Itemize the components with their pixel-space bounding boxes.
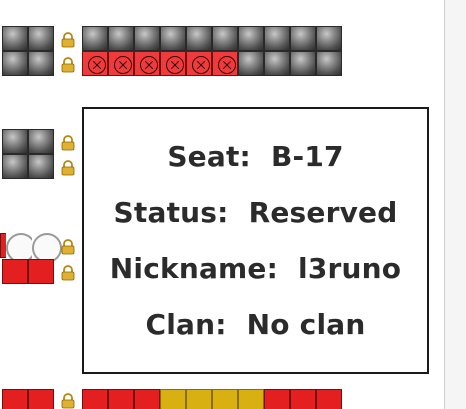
seat[interactable]	[290, 51, 316, 76]
right-scroll-area[interactable]	[444, 0, 466, 409]
cancel-circle-icon[interactable]	[82, 51, 108, 76]
cancel-circle-icon[interactable]	[160, 51, 186, 76]
lock-icon	[60, 393, 76, 409]
seat[interactable]	[28, 26, 54, 51]
seat[interactable]	[290, 389, 316, 409]
lock-icon	[60, 57, 76, 73]
lock-icon	[60, 160, 76, 176]
lock-icon	[60, 32, 76, 48]
seat[interactable]	[82, 389, 108, 409]
seat-info-tooltip: Seat: B-17 Status: Reserved Nickname: l3…	[82, 107, 429, 374]
free-seat[interactable]	[32, 233, 62, 263]
seat[interactable]	[186, 26, 212, 51]
cancel-circle-icon[interactable]	[134, 51, 160, 76]
free-seat[interactable]	[6, 233, 36, 263]
status-label: Status:	[113, 196, 229, 230]
seat[interactable]	[212, 26, 238, 51]
seat[interactable]	[2, 259, 28, 284]
lock-icon	[60, 135, 76, 151]
seat-value: B-17	[270, 140, 344, 174]
clan-label: Clan:	[145, 307, 227, 341]
seat[interactable]	[264, 26, 290, 51]
seat[interactable]	[316, 389, 342, 409]
lock-icon	[60, 265, 76, 281]
seat[interactable]	[160, 389, 186, 409]
seat[interactable]	[0, 233, 6, 258]
seat[interactable]	[2, 154, 28, 179]
seat[interactable]	[108, 389, 134, 409]
seat[interactable]	[2, 26, 28, 51]
seat[interactable]	[316, 26, 342, 51]
cancel-circle-icon[interactable]	[186, 51, 212, 76]
lock-icon	[60, 239, 76, 255]
cancel-circle-icon[interactable]	[108, 51, 134, 76]
seat[interactable]	[238, 26, 264, 51]
seat[interactable]	[2, 129, 28, 154]
seat[interactable]	[108, 26, 134, 51]
seat[interactable]	[238, 389, 264, 409]
nickname-value: l3runo	[298, 251, 402, 285]
seat[interactable]	[264, 389, 290, 409]
clan-value: No clan	[246, 307, 366, 341]
nickname-label: Nickname:	[109, 251, 279, 285]
seat[interactable]	[160, 26, 186, 51]
seat[interactable]	[134, 389, 160, 409]
seat[interactable]	[290, 26, 316, 51]
seat[interactable]	[2, 389, 28, 409]
seat-label: Seat:	[167, 140, 251, 174]
seat[interactable]	[264, 51, 290, 76]
seat[interactable]	[2, 51, 28, 76]
seat[interactable]	[28, 154, 54, 179]
seat[interactable]	[134, 26, 160, 51]
seat[interactable]	[82, 26, 108, 51]
tooltip-status-row: Status: Reserved	[84, 185, 427, 241]
tooltip-clan-row: Clan: No clan	[84, 296, 427, 352]
seat[interactable]	[28, 51, 54, 76]
seat[interactable]	[186, 389, 212, 409]
seat[interactable]	[28, 259, 54, 284]
status-value: Reserved	[248, 196, 398, 230]
tooltip-seat-row: Seat: B-17	[84, 129, 427, 185]
seat[interactable]	[316, 51, 342, 76]
seat[interactable]	[238, 51, 264, 76]
seat[interactable]	[28, 129, 54, 154]
seat[interactable]	[212, 389, 238, 409]
seat[interactable]	[28, 389, 54, 409]
tooltip-nickname-row: Nickname: l3runo	[84, 241, 427, 297]
cancel-circle-icon[interactable]	[212, 51, 238, 76]
